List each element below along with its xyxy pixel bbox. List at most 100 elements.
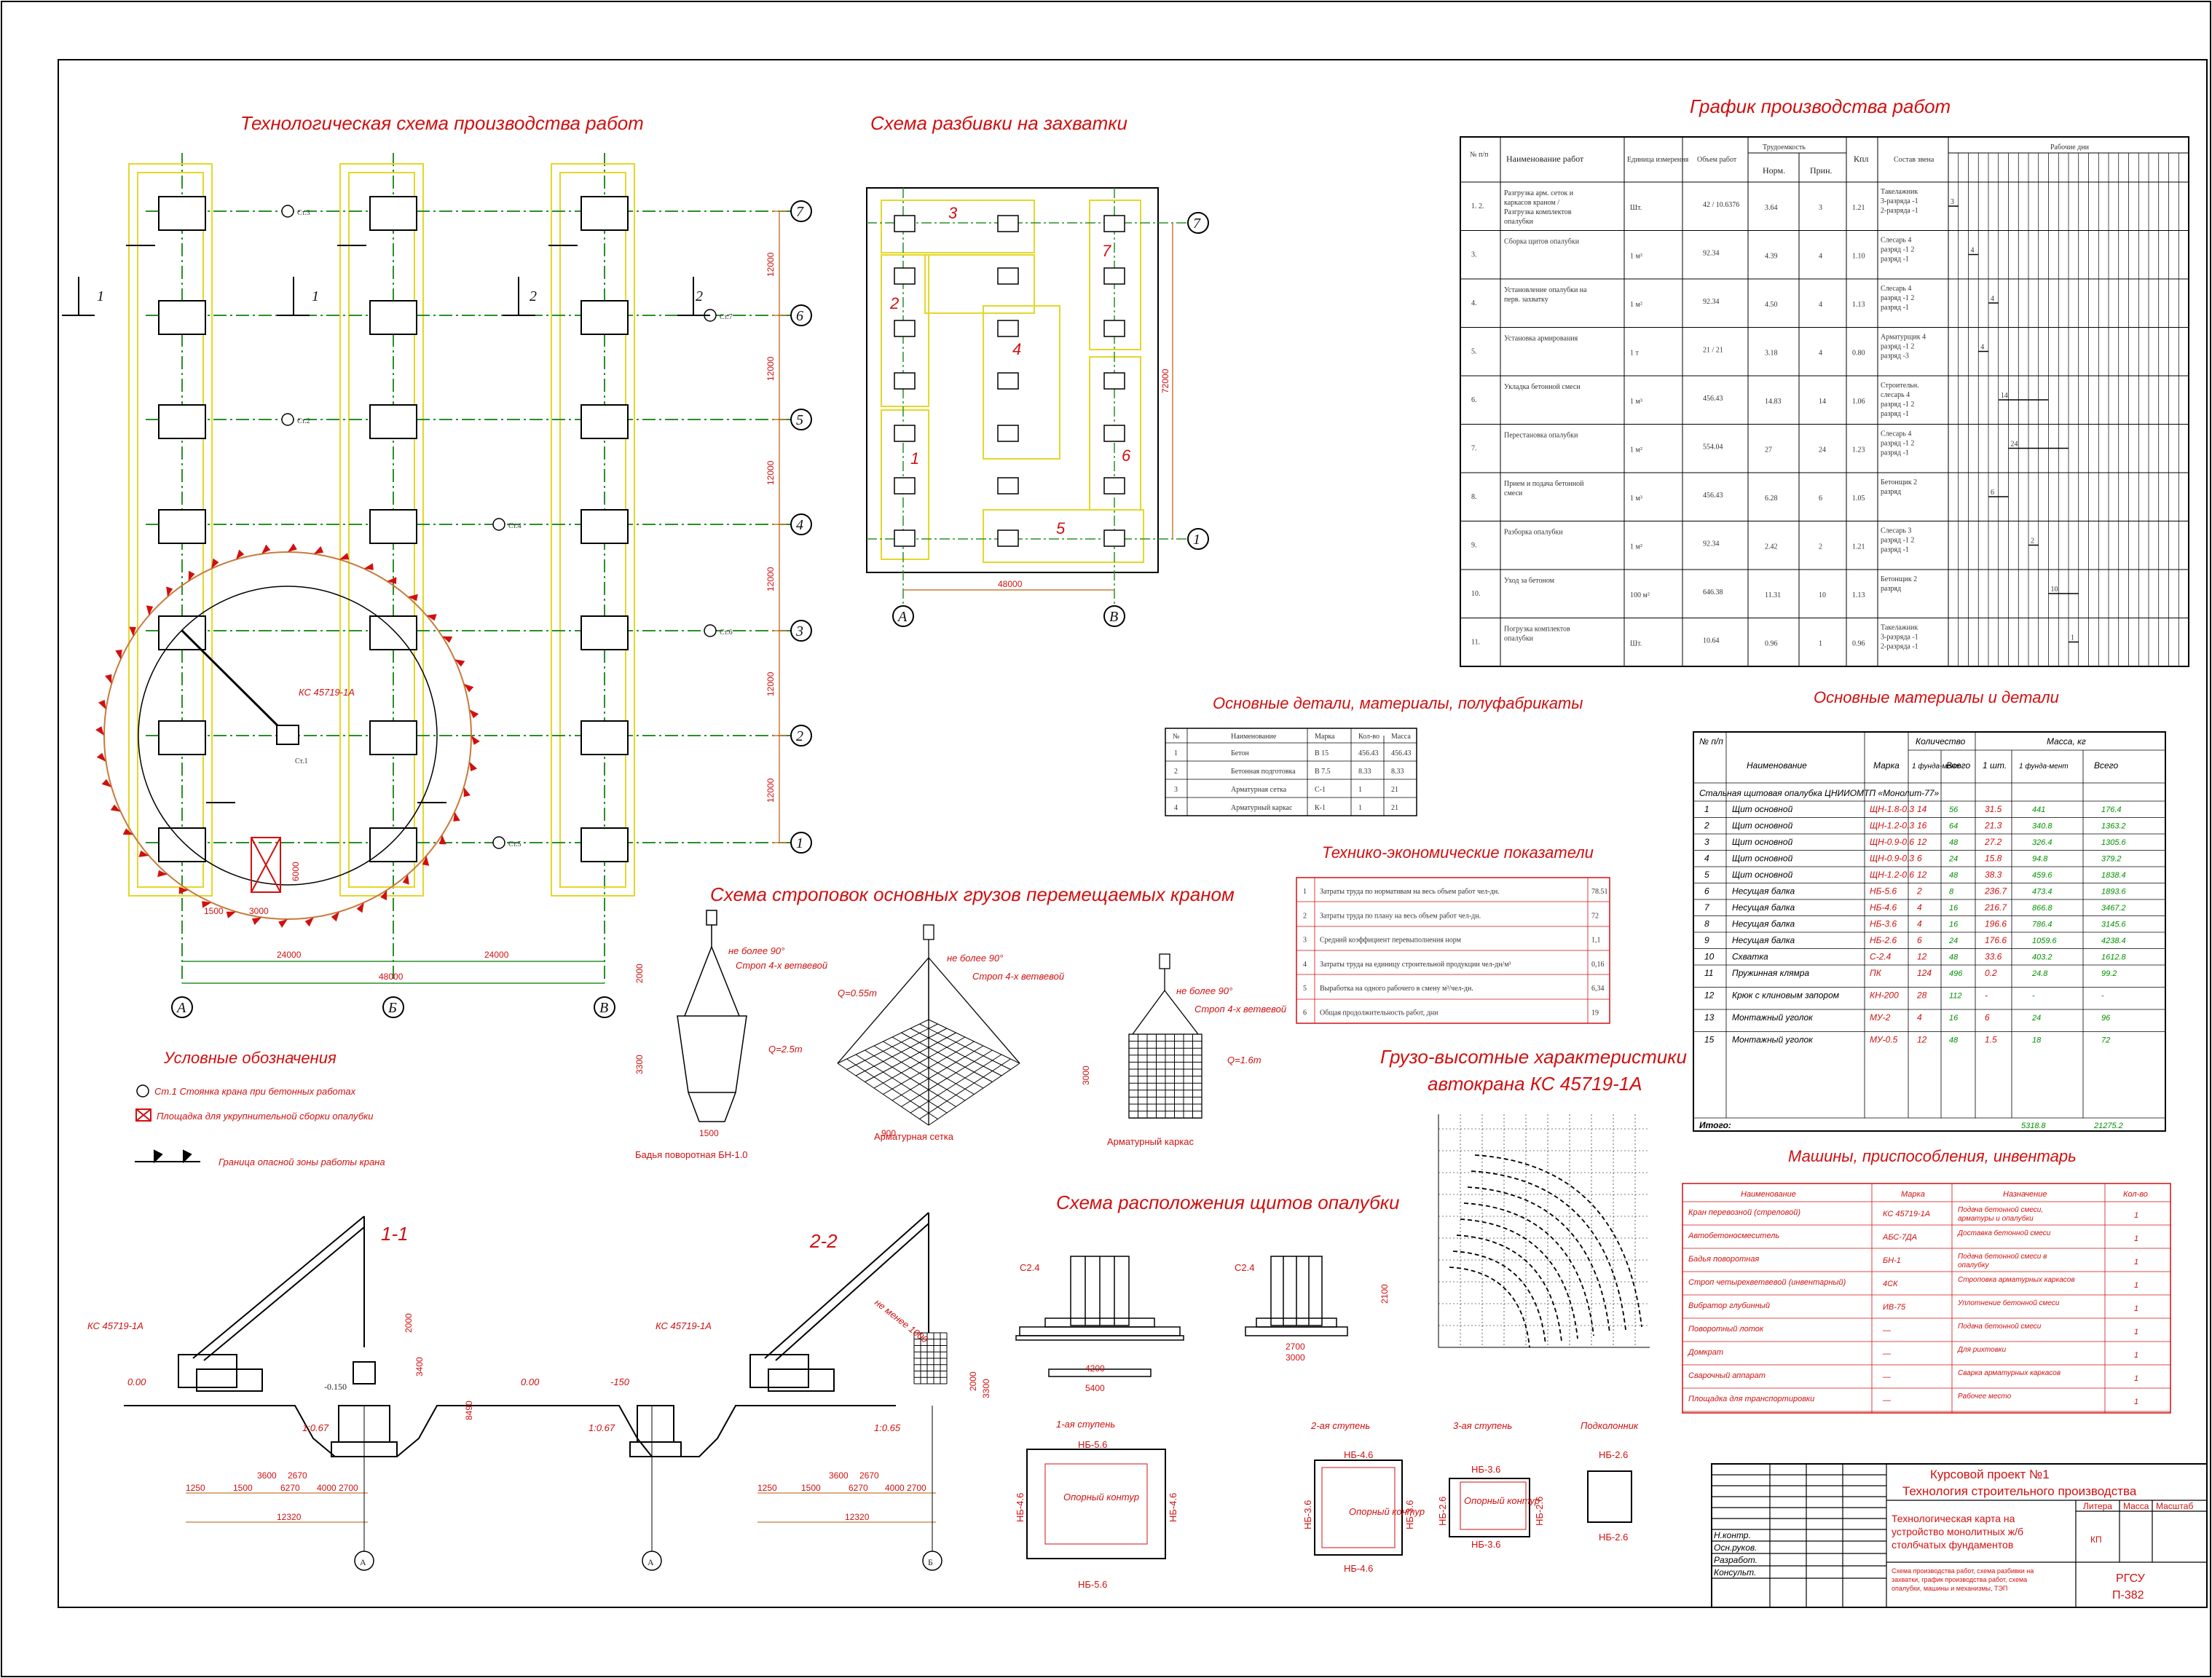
sched-cell-vol: 554.04 [1703, 444, 1723, 452]
sched-cell-crew: разряд -1 [1881, 410, 1909, 418]
sched-cell-name: Установление опалубки на [1504, 286, 1587, 294]
svg-text:Затраты труда по нормативам на: Затраты труда по нормативам на весь объе… [1320, 888, 1500, 896]
stamp-role-4: Консульт. [1714, 1567, 1756, 1577]
sched-h-name: Наименование работ [1506, 154, 1584, 164]
sched-cell-crew: разряд -3 [1881, 352, 1909, 361]
svg-text:НБ-3.6: НБ-3.6 [1870, 919, 1897, 929]
svg-text:1893.6: 1893.6 [2101, 888, 2127, 897]
cut-mark-1a: 1 [97, 288, 104, 304]
sec1-d-2700: 2700 [339, 1483, 358, 1493]
plan-dim-1500: 1500 [204, 906, 224, 916]
bucket-drawing [677, 910, 747, 1122]
sched-cell-k: 1.23 [1852, 446, 1865, 454]
svg-text:Средний коэффициент перевыполн: Средний коэффициент перевыполнения норм [1320, 937, 1462, 945]
legend-area-icon [135, 1108, 151, 1122]
sched-cell-unit: Шт. [1630, 640, 1642, 648]
sched-cell-acc: 6 [1819, 495, 1822, 503]
svg-text:48: 48 [1949, 838, 1959, 847]
sched-cell-norm: 2.42 [1765, 543, 1778, 551]
svg-text:3: 3 [1303, 937, 1307, 945]
zones-scheme: Схема разбивки на захватки 1 2 3 [866, 112, 1209, 627]
sched-cell-crew: разряд -1 [1881, 304, 1909, 312]
sched-cell-name: перв. захватку [1504, 296, 1548, 304]
crane-curve [1460, 1218, 1578, 1339]
stand-label-5: Ст.5 [508, 840, 521, 848]
sched-cell-acc: 14 [1819, 398, 1826, 406]
sling-dim-1500: 1500 [699, 1128, 719, 1138]
sec2-crane-label: КС 45719-1А [656, 1320, 712, 1331]
danger-tick [469, 761, 478, 772]
sched-cell-n: 10. [1471, 590, 1481, 598]
sched-cell-norm: 11.31 [1765, 591, 1781, 599]
mat-h-brand: Марка [1873, 760, 1900, 771]
sec2-axis-b: Б [928, 1557, 933, 1567]
svg-text:16: 16 [1949, 1014, 1959, 1023]
svg-text:196.6: 196.6 [1985, 919, 2007, 929]
crane-body [276, 725, 299, 745]
sched-cell-k: 1.21 [1852, 543, 1865, 551]
svg-text:ЩН-0.9-0.3: ЩН-0.9-0.3 [1870, 854, 1914, 864]
legend-stand-icon [136, 1084, 149, 1098]
sched-cell-name: Уход за бетоном [1504, 577, 1555, 585]
svg-text:13: 13 [1704, 1012, 1715, 1023]
zones-scheme-title: Схема разбивки на захватки [870, 112, 1127, 134]
svg-text:64: 64 [1949, 822, 1958, 831]
sched-cell-n: 5. [1471, 348, 1477, 356]
sched-cell-acc: 1 [1819, 640, 1822, 648]
danger-tick [441, 636, 453, 643]
danger-tick [166, 586, 173, 597]
svg-text:ЩН-1.2-0.3: ЩН-1.2-0.3 [1870, 821, 1914, 831]
stamp-mass-h: Масса [2123, 1501, 2149, 1511]
schedule-section: График производства работ № п/п Наименов… [1460, 95, 2189, 667]
svg-text:326.4: 326.4 [2032, 838, 2052, 847]
svg-text:12: 12 [1917, 837, 1927, 847]
svg-text:72: 72 [1591, 912, 1599, 920]
section-2-2: 2-2 КС 45719-1А 0.00 -150 1:0.67 1:0.65 … [521, 1212, 991, 1571]
sched-cell-crew: Слесарь 4 [1881, 430, 1911, 438]
crane-curve [1452, 1250, 1546, 1345]
sched-cell-crew: разряд -1 2 [1881, 294, 1914, 302]
sched-cell-n: 4. [1471, 299, 1477, 307]
svg-text:С-1: С-1 [1315, 786, 1326, 794]
plan-dim-12000-3: 12000 [765, 460, 776, 485]
stamp-contents: Схема производства работ, схема разбивки… [1892, 1567, 2036, 1592]
svg-text:Затраты труда на единицу строи: Затраты труда на единицу строительной пр… [1320, 961, 1511, 969]
plan-dim-12000-4: 12000 [765, 567, 776, 591]
section-1-1: 1-1 КС 45719-1А 0.00 -0.150 1:0.67 8490 … [87, 1216, 583, 1571]
plan-axis-5: 5 [796, 412, 803, 428]
fw-clamp-2: С2.4 [1235, 1262, 1254, 1273]
fw-d-2700: 2700 [1286, 1342, 1305, 1352]
plan-axis-7: 7 [796, 204, 804, 220]
svg-text:18: 18 [2032, 1036, 2042, 1045]
sling-angle-1: не более 90° [728, 945, 784, 956]
sec2-h-2000: 2000 [968, 1371, 978, 1391]
svg-text:—: — [1882, 1350, 1892, 1358]
formwork-section: Схема расположения щитов опалубки С2.4 4… [1015, 1191, 1639, 1590]
svg-text:Наименование: Наименование [1231, 733, 1277, 741]
crane-curve [1456, 1234, 1562, 1342]
svg-text:ЩН-1.8-0.3: ЩН-1.8-0.3 [1870, 804, 1914, 814]
sling-item-3: Арматурный каркас [1107, 1136, 1194, 1147]
plan-dim-24000-1: 24000 [277, 950, 302, 960]
svg-text:4: 4 [1704, 854, 1709, 864]
sec2-slope2: 1:0.65 [874, 1422, 901, 1433]
sec1-d-3600: 3600 [257, 1470, 277, 1481]
svg-text:1: 1 [2134, 1211, 2138, 1220]
fw-nb-26c: НБ-2.6 [1599, 1449, 1628, 1460]
zone-2: 2 [889, 294, 899, 312]
danger-tick [356, 902, 364, 913]
svg-text:Для рихтовки: Для рихтовки [1957, 1346, 2007, 1354]
fw-nb-36c: НБ-3.6 [1471, 1464, 1500, 1475]
mat-h-mass: Масса, кг [2047, 736, 2086, 747]
tech-scheme-plan: Технологическая схема производства работ [62, 112, 812, 1018]
sec1-h-3400: 3400 [414, 1357, 425, 1376]
formwork-title: Схема расположения щитов опалубки [1056, 1191, 1400, 1213]
gantt-bar-label: 4 [1991, 295, 1994, 303]
svg-text:1: 1 [1303, 888, 1307, 896]
svg-text:МУ-2: МУ-2 [1870, 1012, 1891, 1023]
stand-label-1: Ст.1 [295, 757, 308, 765]
